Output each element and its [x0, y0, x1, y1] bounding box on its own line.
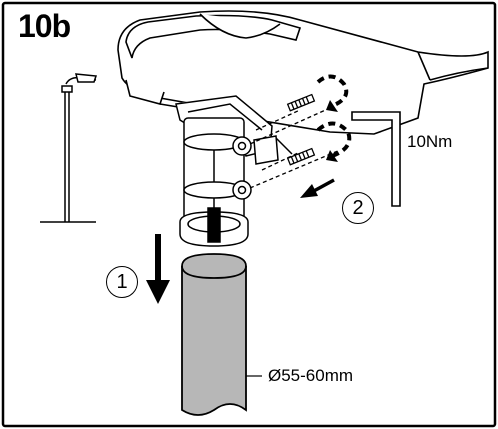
rotation-arrowhead — [326, 100, 338, 162]
bracket-clamp — [175, 95, 293, 247]
step-marker-1: 1 — [106, 266, 138, 298]
rotation-arrow-icon — [316, 74, 352, 158]
screw-icon — [249, 93, 341, 189]
street-lamp-thumbnail-icon — [40, 73, 98, 223]
luminaire-housing — [117, 10, 489, 135]
insert-arrow-icon — [146, 234, 170, 304]
torque-label: 10Nm — [407, 132, 453, 151]
pole-diameter-label: Ø55-60mm — [268, 366, 354, 385]
step-marker-2: 2 — [342, 192, 374, 224]
hex-key-icon — [351, 111, 401, 207]
slide-arrow-icon — [300, 178, 335, 198]
pole — [181, 253, 262, 416]
step-number-label: 10b — [18, 8, 71, 44]
